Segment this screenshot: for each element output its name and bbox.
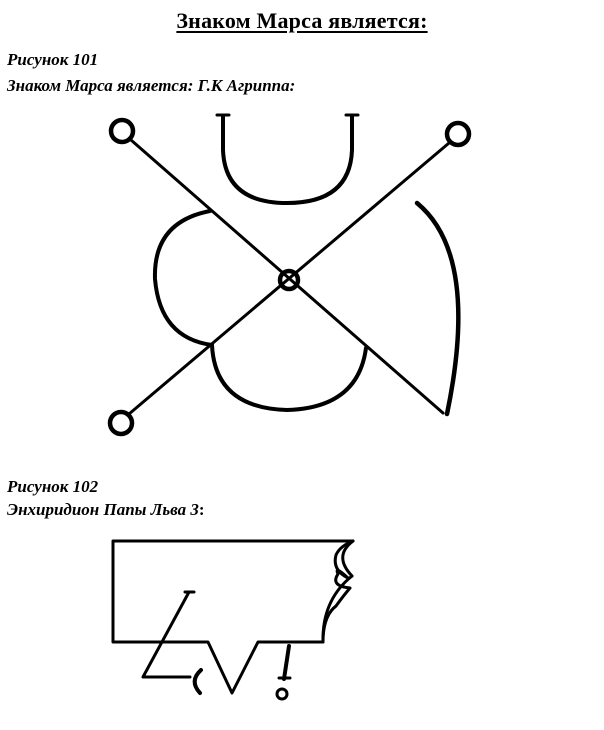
seal-circle-top-right: [444, 120, 472, 148]
seal-right-sector: [414, 200, 461, 417]
seal-circle-bottom-left: [107, 409, 135, 437]
box-notch-lower: [321, 574, 354, 644]
seal-diagonal-down: [129, 138, 445, 415]
seal-bottom-lobe: [210, 343, 368, 412]
box-outline: [111, 539, 355, 695]
figure-101-caption: Знаком Марса является: Г.К Агриппа:: [7, 76, 296, 95]
seal-left-lobe: [152, 209, 214, 347]
figure-101-number: Рисунок 101: [7, 50, 99, 69]
figure-102-number: Рисунок 102: [7, 477, 99, 496]
zig-line: [141, 590, 192, 679]
seal-circle-top-left: [108, 117, 136, 145]
figure-102-caption: Энхиридион Папы Льва 3:: [7, 500, 205, 520]
tick-mark: [282, 644, 291, 681]
small-crescent: [192, 668, 203, 695]
tick-circle: [275, 687, 289, 701]
box-notch-upper: [341, 539, 355, 578]
seal-circle-center: [277, 268, 301, 292]
seal-top-cup: [221, 114, 354, 205]
seal-diagonal-up: [127, 141, 451, 416]
page-title: Знаком Марса является:: [176, 8, 428, 33]
figure-102-caption-main: Энхиридион Папы Льва 3: [7, 500, 199, 519]
figure-102-caption-colon: :: [198, 500, 205, 519]
